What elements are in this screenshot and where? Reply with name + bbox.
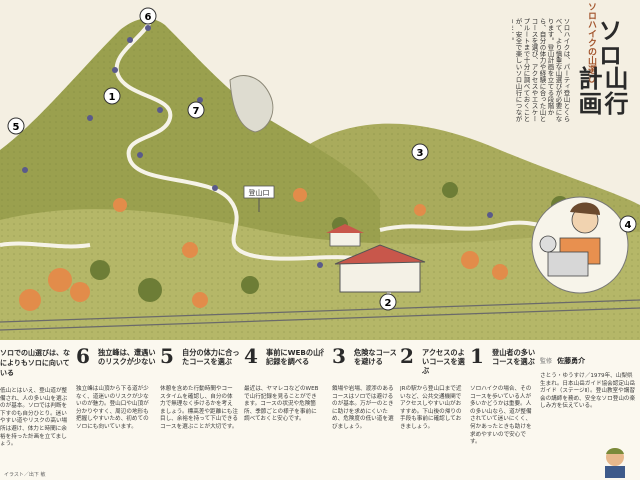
trail-path-left [0, 241, 91, 249]
article-body: ソロでの山選びは、なによりもソロに向いている 低山とはいえ、登山道が整備され、人… [0, 340, 640, 480]
trailhead-sign: 登山口 [243, 185, 275, 212]
marker-3: 3 [411, 143, 429, 161]
point-5: 5 自分の体力に合ったコースを選ぶ 休憩を含めた行動時間やコースタイムを確認し、… [160, 346, 240, 476]
marker-2: 2 [379, 293, 397, 311]
title-line-2: 山行 [600, 66, 629, 116]
point-heading: 独立峰は、遭遇いのリスクが少ない [98, 348, 156, 366]
point-number: 4 [244, 346, 258, 368]
point-4: 4 事前にWEBの山行記録を調べる 最近は、ヤマレコなどのWEBで山行記録を見る… [244, 346, 324, 476]
marker-5: 5 [7, 117, 25, 135]
point-3: 3 危険なコースを避ける 鎖場や岩場、渡渉のあるコースはソロでは避けるのが基本。… [332, 346, 396, 476]
point-2: 2 アクセスのよいコースを選ぶ JRの駅から登山口まで近いなど、公共交通機関でア… [400, 346, 466, 476]
point-body: ソロハイクの場合、そのコースを歩いている人が多いかどうかは重要。人の多い山なら、… [470, 386, 532, 446]
supervisor-bio: 監修 佐藤勇介 さとう・ゆうすけ／1979年、山梨県生まれ。日本山岳ガイド協会認… [540, 348, 636, 478]
point-number: 1 [470, 346, 484, 368]
bio-body: さとう・ゆうすけ／1979年、山梨県生まれ。日本山岳ガイド協会認定山岳ガイド（ス… [540, 373, 636, 410]
trailhead-sign-label: 登山口 [249, 188, 270, 197]
marker-5-label: 5 [13, 122, 20, 133]
point-body: 独立峰は山頂から下る道が少なく、道迷いのリスクが少ないのが魅力。登山口や山頂が分… [76, 386, 149, 430]
bio-name: 佐藤勇介 [557, 357, 586, 365]
supervisor-avatar [605, 448, 625, 478]
point-number: 2 [400, 346, 414, 368]
feature-kicker: ソロハイクの山選び [586, 2, 596, 83]
point-body: JRの駅から登山口まで近いなど、公共交通機関でアクセスしやすい山がおすすめ。下山… [400, 386, 462, 430]
laptop-hiker-vignette [531, 196, 629, 294]
rock-outcrop [229, 75, 274, 133]
trailhead-hut [326, 224, 364, 247]
point-6: 6 独立峰は、遭遇いのリスクが少ない 独立峰は山頂から下る道が少なく、道迷いのリ… [76, 346, 156, 476]
marker-2-label: 2 [385, 298, 392, 309]
point-body: 最近は、ヤマレコなどのWEBで山行記録を見ることができます。コースの状況や危険箇… [244, 386, 319, 423]
feature-title: ソロ 山行 計画 [574, 8, 632, 118]
point-heading: アクセスのよいコースを選ぶ [422, 348, 465, 375]
marker-4: 4 [619, 215, 637, 233]
point-1: 1 登山者の多いコースを選ぶ ソロハイクの場合、そのコースを歩いている人が多いか… [470, 346, 536, 476]
point-number: 5 [160, 346, 174, 368]
autumn-trees [19, 188, 620, 311]
railway [0, 299, 640, 331]
intro-text: ソロハイクは、パーティ登山とくらべて、より慎重な山選びが必要になります。登山計画… [512, 18, 570, 122]
point-heading: 事前にWEBの山行記録を調べる [266, 348, 324, 366]
point-number: 6 [76, 346, 90, 368]
lead-heading: ソロでの山選びは、なによりもソロに向いている [0, 349, 70, 377]
marker-3-label: 3 [417, 148, 424, 159]
hikers [22, 25, 493, 268]
point-heading: 危険なコースを避ける [354, 348, 396, 366]
title-line-3: 計画 [574, 66, 603, 116]
marker-7: 7 [187, 101, 205, 119]
point-body: 休憩を含めた行動時間やコースタイムを確認し、自分の体力で無理なく歩けるかを考えま… [160, 386, 238, 430]
marker-6-label: 6 [145, 12, 152, 23]
point-number: 3 [332, 346, 346, 368]
point-body: 鎖場や岩場、渡渉のあるコースはソロでは避けるのが基本。万が一のときに助けを求めに… [332, 386, 394, 430]
marker-1: 1 [103, 87, 121, 105]
marker-6: 6 [139, 7, 157, 25]
illustration-credit: イラスト／出下 敏 [4, 472, 46, 478]
lead-body: 低山とはいえ、登山道が整備され、人の多い山を選ぶのが基本。ソロでは判断を下すのも… [0, 388, 68, 448]
point-heading: 自分の体力に合ったコースを選ぶ [182, 348, 240, 366]
mountain-illustration: 登山口 6 1 7 [0, 7, 640, 340]
bio-label: 監修 [540, 358, 553, 365]
lead-column: ソロでの山選びは、なによりもソロに向いている 低山とはいえ、登山道が整備され、人… [0, 348, 70, 476]
marker-7-label: 7 [193, 106, 200, 117]
title-line-1: ソロ [594, 18, 623, 68]
marker-4-label: 4 [625, 220, 632, 231]
marker-1-label: 1 [109, 92, 116, 103]
point-heading: 登山者の多いコースを選ぶ [492, 348, 536, 366]
station-building [334, 244, 426, 293]
